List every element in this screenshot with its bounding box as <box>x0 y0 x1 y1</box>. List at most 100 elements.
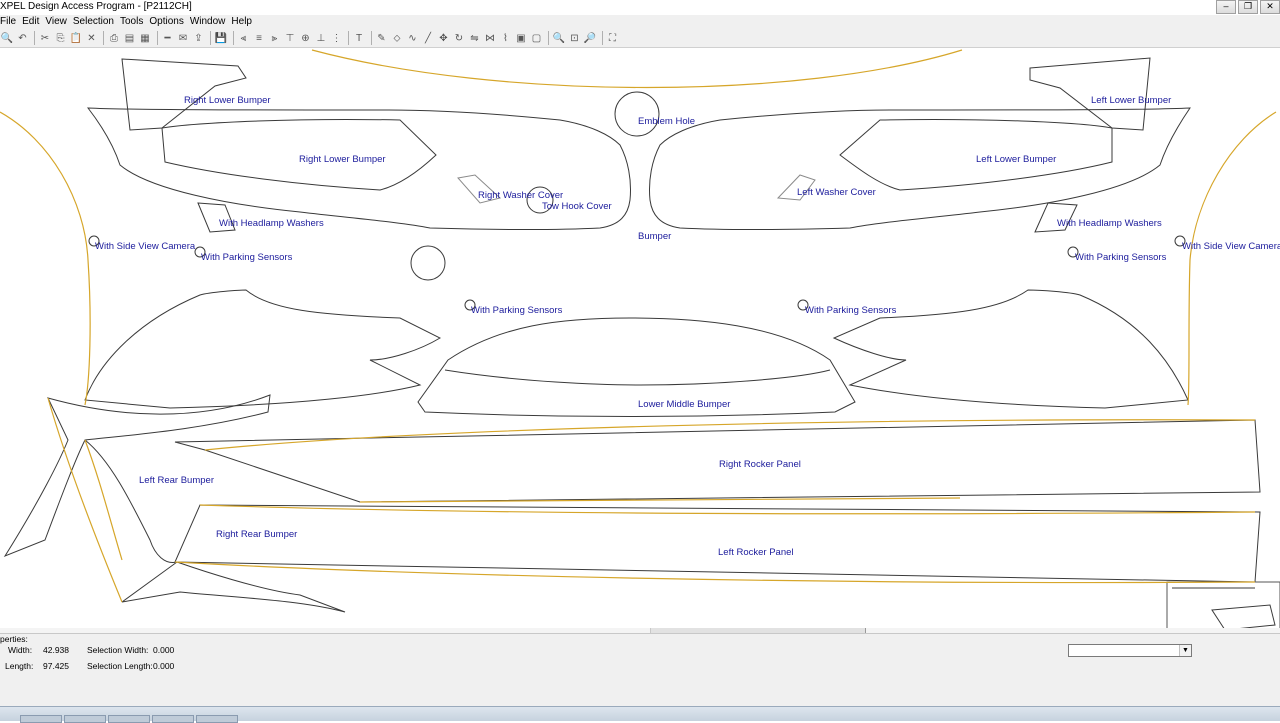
fit-icon[interactable]: ⛶ <box>609 32 616 44</box>
label-right-rocker-panel: Right Rocker Panel <box>719 459 801 470</box>
label-left-headlamp-washers: With Headlamp Washers <box>1057 218 1162 229</box>
menu-tools[interactable]: Tools <box>120 16 144 27</box>
label-right-side-view-camera: With Side View Camera <box>95 241 196 252</box>
left-rear-bumper-outline <box>3 394 271 558</box>
rear-bumper-gold-edge-2 <box>84 439 123 561</box>
right-rocker-gold-bottom <box>359 497 961 503</box>
label-left-lower-bumper: Left Lower Bumper <box>976 154 1056 165</box>
toolbar-separator <box>34 31 35 45</box>
horizontal-scrollbar[interactable] <box>0 628 1280 633</box>
align-left-icon[interactable]: ⫷ <box>240 32 247 44</box>
label-left-side-view-camera: With Side View Camera <box>1182 241 1280 252</box>
taskbar-button-1[interactable] <box>20 715 62 723</box>
weld-icon[interactable]: ⋈ <box>485 32 495 44</box>
plotter-icon[interactable]: ▤ <box>124 32 135 44</box>
align-top-icon[interactable]: ⊤ <box>285 32 295 44</box>
print-icon[interactable]: ⎙ <box>110 32 118 44</box>
align-bottom-icon[interactable]: ⊥ <box>316 32 326 44</box>
pattern-drawing: Right Lower Bumper Right Lower Bumper Em… <box>0 49 1280 632</box>
title-bar: XPEL Design Access Program - [P2112CH] –… <box>0 0 1280 14</box>
drawing-canvas[interactable]: Right Lower Bumper Right Lower Bumper Em… <box>0 48 1280 632</box>
left-washer-cover-outline <box>776 174 816 201</box>
zoom-window-icon[interactable]: ⊡ <box>570 32 579 44</box>
menu-help[interactable]: Help <box>231 16 252 27</box>
close-button[interactable]: ✕ <box>1260 0 1280 14</box>
parking-sensor-hole-1 <box>194 246 206 258</box>
toolbar-separator <box>103 31 104 45</box>
selection-width-value: 0.000 <box>153 645 175 655</box>
length-value: 97.425 <box>43 661 69 671</box>
parking-sensor-hole-2 <box>1067 246 1079 258</box>
lower-bumper-left-outline <box>832 289 1189 409</box>
bumper-outline-right <box>649 107 1191 230</box>
pen-icon[interactable]: ✎ <box>377 32 386 44</box>
menu-window[interactable]: Window <box>189 16 226 27</box>
chevron-down-icon[interactable]: ▼ <box>1179 645 1191 656</box>
move-icon[interactable]: ✥ <box>439 32 448 44</box>
save-icon[interactable]: 💾 <box>214 32 228 44</box>
left-lower-bumper-outline <box>839 118 1113 191</box>
layer-dropdown[interactable]: ▼ <box>1068 644 1192 657</box>
right-rear-bumper-outline <box>121 561 346 613</box>
left-rocker-gold-bottom <box>174 561 1256 584</box>
plot-file-icon[interactable]: ✉ <box>178 32 188 44</box>
distribute-icon[interactable]: ⋮ <box>331 32 342 44</box>
delete-icon[interactable]: ✕ <box>87 32 96 44</box>
toolbar-separator <box>370 31 372 45</box>
label-right-lower-bumper: Right Lower Bumper <box>299 154 386 165</box>
line-tool-icon[interactable]: ╱ <box>424 32 432 44</box>
mirror-icon[interactable]: ⇋ <box>470 32 479 44</box>
lower-bumper-right-outline <box>84 289 442 409</box>
menu-bar: File Edit View Selection Tools Options W… <box>0 15 1280 29</box>
taskbar-button-3[interactable] <box>108 715 150 723</box>
copy-icon[interactable]: ⎘ <box>56 32 65 44</box>
right-side-gold-edge <box>0 111 91 406</box>
zoom-icon[interactable]: 🔍 <box>0 32 14 44</box>
width-value: 42.938 <box>43 645 69 655</box>
left-side-gold-edge <box>1187 111 1277 406</box>
taskbar-button-4[interactable] <box>152 715 194 723</box>
selection-length-value: 0.000 <box>153 661 175 671</box>
group-icon[interactable]: ▣ <box>516 32 526 44</box>
align-right-icon[interactable]: ⫸ <box>271 32 278 44</box>
menu-edit[interactable]: Edit <box>22 16 40 27</box>
menu-file[interactable]: File <box>0 16 17 27</box>
scrollbar-thumb[interactable] <box>650 628 866 633</box>
label-left-parking-sensors-upper: With Parking Sensors <box>1075 252 1167 263</box>
bumper-outline <box>86 107 631 230</box>
ungroup-icon[interactable]: ▢ <box>531 32 542 44</box>
align-middle-icon[interactable]: ⊕ <box>301 32 310 44</box>
edit-node-icon[interactable]: ⬦ <box>393 32 401 44</box>
label-emblem-hole: Emblem Hole <box>638 116 695 127</box>
cut-icon[interactable]: ✂ <box>40 32 50 44</box>
menu-view[interactable]: View <box>45 16 67 27</box>
right-headlamp-washer-outline <box>197 202 236 233</box>
undo-icon[interactable]: ↶ <box>18 32 27 44</box>
label-tow-hook-cover: Tow Hook Cover <box>542 201 612 212</box>
menu-options[interactable]: Options <box>149 16 184 27</box>
label-lower-middle-bumper: Lower Middle Bumper <box>638 399 730 410</box>
rotate-icon[interactable]: ↻ <box>454 32 464 44</box>
minimize-button[interactable]: – <box>1216 0 1236 14</box>
taskbar-button-5[interactable] <box>196 715 238 723</box>
break-icon[interactable]: ⌇ <box>503 32 508 44</box>
selection-length-label: Selection Length: <box>87 661 153 671</box>
rear-bumper-inner-line <box>84 439 178 564</box>
taskbar <box>0 706 1280 723</box>
align-center-icon[interactable]: ≡ <box>256 32 262 44</box>
label-bumper: Bumper <box>638 231 671 242</box>
export-icon[interactable]: ⇪ <box>194 32 203 44</box>
menu-selection[interactable]: Selection <box>72 16 114 27</box>
label-left-rear-bumper: Left Rear Bumper <box>139 475 214 486</box>
taskbar-button-2[interactable] <box>64 715 106 723</box>
text-icon[interactable]: T <box>355 32 363 44</box>
line-icon[interactable]: ━ <box>164 32 171 44</box>
curve-icon[interactable]: ∿ <box>408 32 417 44</box>
maximize-button[interactable]: ❐ <box>1238 0 1258 14</box>
toolbar-separator <box>156 31 158 45</box>
zoom-in-icon[interactable]: 🔍 <box>552 32 566 44</box>
toolbar: 🔍 ↶ ✂ ⎘ 📋 ✕ ⎙ ▤ ▦ ━ ✉ ⇪ 💾 ⫷ ≡ ⫸ ⊤ ⊕ ⊥ ⋮ T ✎ ⬦ ∿ ╱ ✥ ↻ ⇋ ⋈ ⌇ ▣ ▢ 🔍 ⊡ 🔎 ⛶ <box>0 29 1280 48</box>
paste-icon[interactable]: 📋 <box>69 32 83 44</box>
cutter-icon[interactable]: ▦ <box>140 32 150 44</box>
zoom-out-icon[interactable]: 🔎 <box>583 32 597 44</box>
